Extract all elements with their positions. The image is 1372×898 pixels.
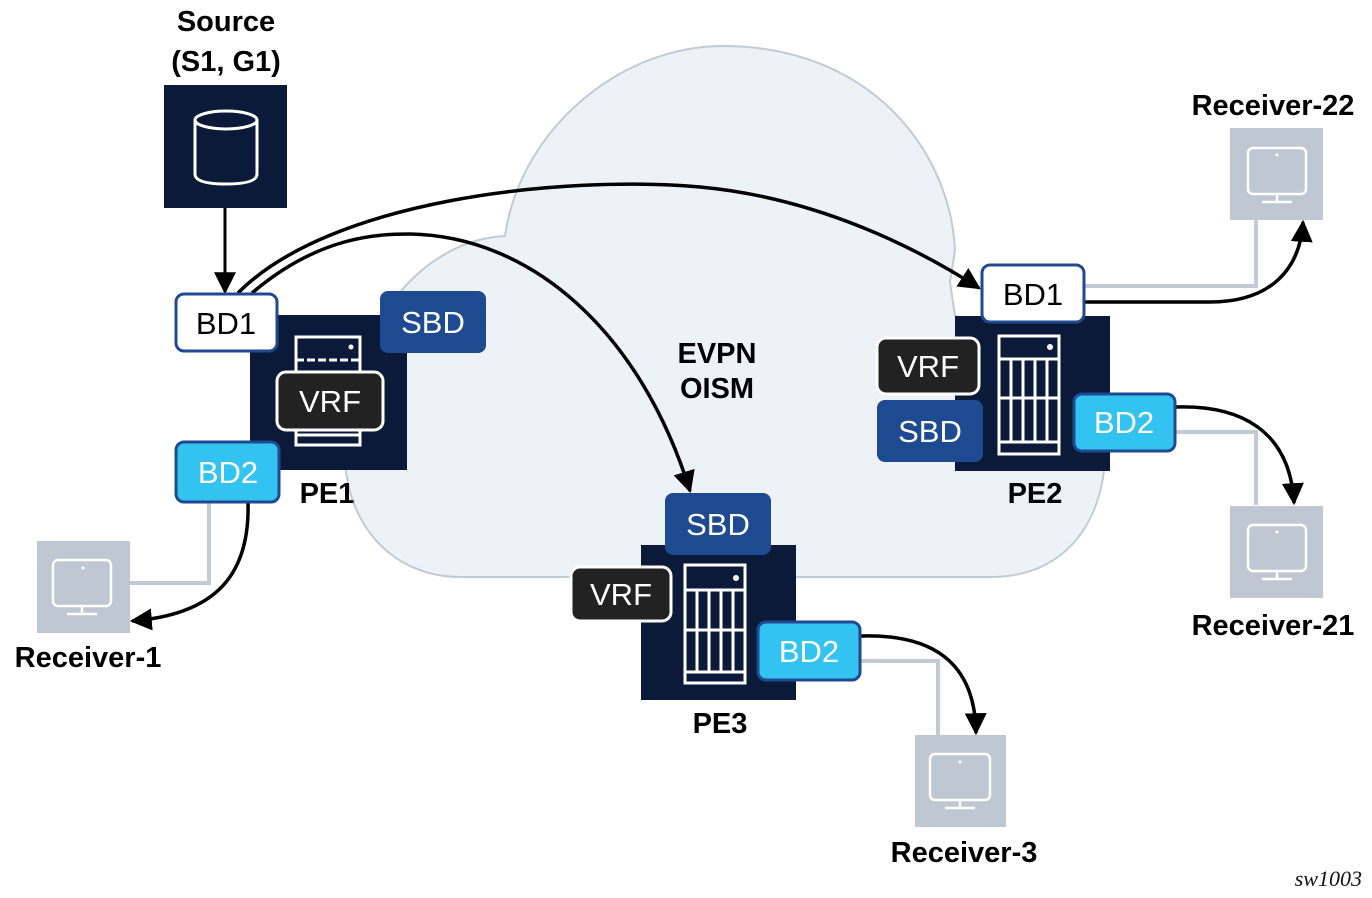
pe3-vrf-badge[interactable] [569, 565, 673, 623]
pe2-bd1-label: BD1 [1003, 277, 1063, 312]
pe2-bd2-badge[interactable] [1072, 392, 1177, 453]
pe2-node[interactable]: BD1 VRF SBD BD2 PE2 [875, 263, 1177, 510]
source-box [164, 85, 287, 208]
receiver-22-label: Receiver-22 [1192, 90, 1355, 122]
pe2-label: PE2 [1008, 478, 1063, 510]
pe3-label: PE3 [693, 708, 748, 740]
pe3-sbd-label: SBD [686, 507, 750, 542]
receiver-22[interactable]: Receiver-22 [1192, 90, 1355, 220]
link-pe3-receiver3 [861, 659, 940, 735]
arrow-pe2-to-receiver22 [1085, 219, 1313, 304]
arrow-pe1-to-pe2 [236, 182, 981, 295]
arrow-pe1-to-pe3 [250, 232, 695, 494]
link-pe1-receiver1 [130, 503, 211, 585]
arrow-pe2-to-receiver21 [1175, 405, 1304, 506]
receiver-3-label: Receiver-3 [891, 837, 1038, 869]
pe1-sbd-badge[interactable] [380, 291, 486, 353]
pe3-vrf-label: VRF [590, 577, 652, 612]
figure-id: sw1003 [1295, 866, 1362, 891]
receiver-22-box [1230, 128, 1323, 220]
pe1-label: PE1 [300, 478, 355, 510]
source-label-line2: (S1, G1) [171, 46, 281, 78]
pe2-sbd-label: SBD [898, 414, 962, 449]
pe3-sbd-badge[interactable] [665, 493, 771, 555]
router-icon [683, 563, 747, 685]
link-pe2-receiver21 [1176, 430, 1258, 505]
receiver-1-box [37, 541, 130, 633]
arrow-pe3-to-receiver3 [860, 634, 987, 736]
pe1-bd2-badge[interactable] [174, 440, 281, 504]
router-icon [997, 334, 1061, 456]
cloud-label-line1: EVPN [678, 338, 757, 370]
pe3-bd2-badge[interactable] [756, 620, 862, 682]
monitor-icon [1246, 523, 1308, 581]
pe1-vrf-label: VRF [299, 384, 361, 419]
pe3-bd2-label: BD2 [779, 634, 839, 669]
pe1-bd1-label: BD1 [196, 306, 256, 341]
receiver-1[interactable]: Receiver-1 [15, 541, 162, 674]
monitor-icon [1246, 146, 1308, 204]
pe2-vrf-label: VRF [897, 349, 959, 384]
pe1-bd2-label: BD2 [198, 455, 258, 490]
pe1-node[interactable]: VRF BD1 SBD BD2 PE1 [174, 291, 486, 510]
cloud-label-line2: OISM [680, 373, 754, 405]
pe3-node[interactable]: SBD VRF BD2 PE3 [569, 493, 862, 740]
receiver-3[interactable]: Receiver-3 [891, 735, 1038, 869]
monitor-icon [51, 558, 113, 616]
receiver-1-label: Receiver-1 [15, 642, 162, 674]
link-pe2-receiver22 [1085, 220, 1258, 288]
arrow-pe1-to-receiver1 [129, 502, 250, 631]
pe2-bd1-badge[interactable] [980, 263, 1086, 324]
access-links [130, 220, 1258, 735]
receiver-21-label: Receiver-21 [1192, 610, 1355, 642]
receiver-21-box [1230, 506, 1323, 598]
pe1-vrf-badge[interactable] [275, 370, 385, 432]
source-node[interactable]: Source (S1, G1) [164, 6, 287, 208]
source-label-line1: Source [177, 6, 275, 38]
receiver-21[interactable]: Receiver-21 [1192, 506, 1355, 642]
pe2-bd2-label: BD2 [1094, 405, 1154, 440]
receiver-3-box [915, 735, 1006, 827]
database-icon [193, 109, 259, 186]
monitor-icon [928, 752, 992, 810]
pe2-vrf-badge[interactable] [875, 336, 981, 396]
pe2-sbd-badge[interactable] [877, 400, 983, 462]
pe1-sbd-label: SBD [401, 305, 465, 340]
pe1-bd1-badge[interactable] [174, 292, 279, 353]
